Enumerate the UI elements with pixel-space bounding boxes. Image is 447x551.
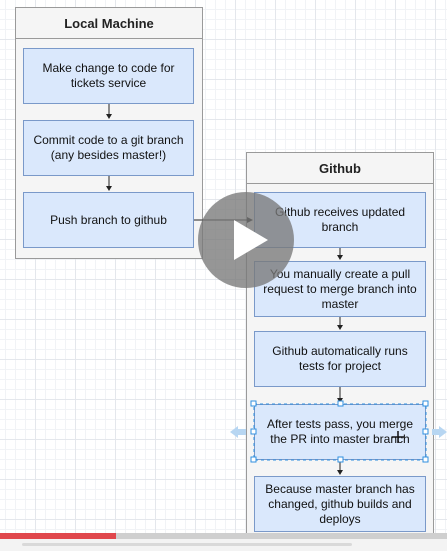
- arrow-commit-to-push: [106, 176, 112, 191]
- connection-arrow-icon: [230, 426, 447, 438]
- video-progress-bar[interactable]: [0, 533, 447, 539]
- selection-outline: [253, 403, 427, 461]
- step-build-deploy[interactable]: Because master branch has changed, githu…: [254, 476, 426, 532]
- horizontal-scrollbar[interactable]: [22, 543, 352, 546]
- step-push-branch[interactable]: Push branch to github: [23, 192, 194, 248]
- arrow-make-to-commit: [106, 104, 112, 119]
- github-title: Github: [247, 153, 433, 184]
- step-create-pull-request[interactable]: You manually create a pull request to me…: [254, 261, 426, 317]
- bottom-strip: [0, 539, 447, 551]
- local-machine-title: Local Machine: [16, 8, 202, 39]
- play-button[interactable]: [198, 192, 294, 288]
- arrow-receives-to-pr: [337, 248, 343, 260]
- arrow-pr-to-tests: [337, 317, 343, 330]
- play-icon: [234, 220, 268, 260]
- move-cursor-icon: [392, 431, 404, 443]
- step-make-change[interactable]: Make change to code for tickets service: [23, 48, 194, 104]
- selection-handles: [250, 400, 429, 463]
- step-run-tests[interactable]: Github automatically runs tests for proj…: [254, 331, 426, 387]
- video-progress-fill: [0, 533, 117, 539]
- step-commit-code[interactable]: Commit code to a git branch (any besides…: [23, 120, 194, 176]
